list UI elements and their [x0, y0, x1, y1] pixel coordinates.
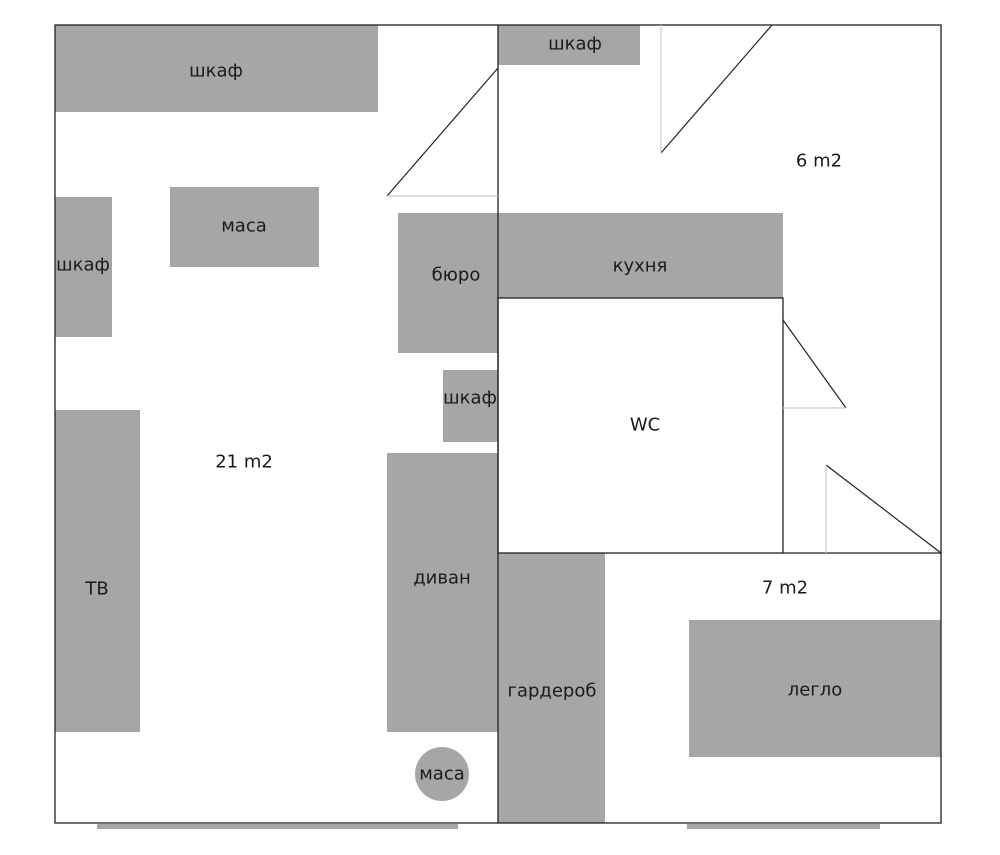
bedroom-area-label: 7 m2	[762, 578, 808, 599]
dining-table-label: маса	[221, 216, 267, 237]
wardrobe-left	[55, 197, 112, 337]
kitchen-counter	[498, 213, 783, 298]
door-bedroom	[825, 464, 942, 554]
tv-unit	[55, 410, 140, 732]
kitchen-area-label: 6 m2	[796, 151, 842, 172]
living-area-label: 21 m2	[215, 452, 273, 473]
wc-label: WC	[630, 415, 660, 436]
sofa	[387, 453, 498, 732]
window-bedroom	[687, 824, 880, 829]
window-living	[97, 824, 458, 829]
tv-label: ТВ	[84, 579, 108, 600]
wardrobe-top-left	[55, 25, 378, 112]
sofa-label: диван	[413, 568, 471, 589]
desk-label: бюро	[432, 265, 481, 286]
round-table	[415, 747, 469, 801]
closet-label: гардероб	[508, 681, 597, 702]
door-wc	[782, 319, 847, 409]
closet	[498, 553, 605, 823]
wardrobe-top-middle	[498, 25, 640, 65]
kitchen-label: кухня	[613, 256, 668, 277]
wardrobe-top-middle-label: шкаф	[548, 34, 602, 55]
bed	[689, 620, 941, 757]
dining-table	[170, 187, 319, 267]
door-living	[386, 67, 499, 197]
wardrobe-left-label: шкаф	[56, 255, 110, 276]
wc-walls	[497, 297, 784, 554]
desk	[398, 213, 498, 353]
wardrobe-small-label: шкаф	[443, 388, 497, 409]
door-kitchen	[660, 24, 773, 154]
bed-label: легло	[788, 680, 843, 701]
wardrobe-small	[443, 370, 498, 442]
round-table-label: маса	[419, 764, 465, 785]
wardrobe-top-left-label: шкаф	[189, 61, 243, 82]
